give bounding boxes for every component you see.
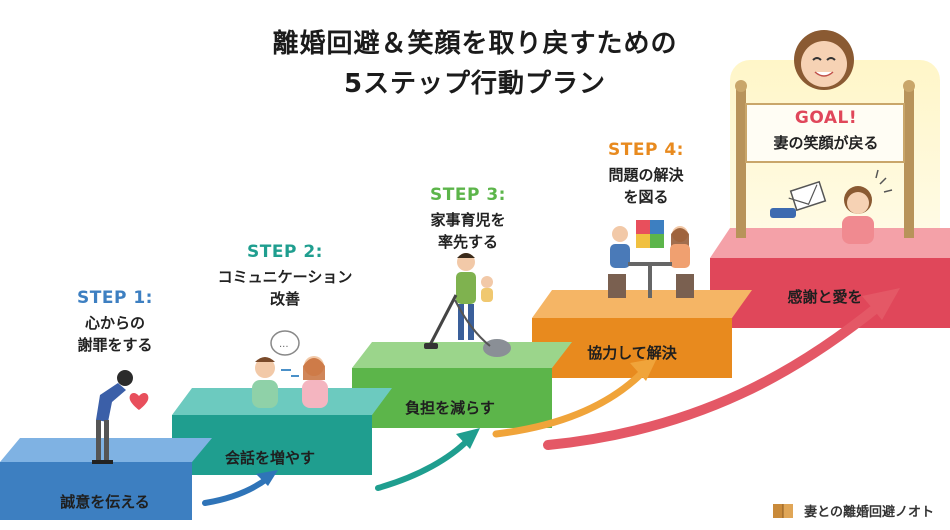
housework-figure bbox=[424, 253, 511, 357]
brand-footer: 妻との離婚回避ノオト bbox=[804, 505, 934, 520]
letter-gift-figure bbox=[770, 169, 893, 244]
step-5-block bbox=[710, 228, 950, 328]
step-1-block bbox=[0, 438, 212, 520]
step-3-label: STEP 3: bbox=[430, 185, 506, 205]
problem-solving-figure bbox=[608, 220, 694, 298]
step-1-desc: 心からの 謝罪をする bbox=[77, 314, 153, 354]
goal-action: 感謝と愛を bbox=[787, 288, 863, 306]
arrow-2 bbox=[375, 428, 480, 491]
heart-icon bbox=[129, 393, 149, 410]
step-4-desc: 問題の解決 を図る bbox=[608, 166, 684, 206]
svg-text:...: ... bbox=[279, 339, 289, 350]
arrow-4 bbox=[543, 288, 900, 450]
page-title: 離婚回避＆笑顔を取り戻すための 5ステップ行動プラン bbox=[175, 24, 775, 104]
step-3-block bbox=[352, 342, 572, 428]
arrow-1 bbox=[202, 470, 278, 506]
step-2-label: STEP 2: bbox=[247, 242, 323, 262]
step-4-label: STEP 4: bbox=[608, 140, 684, 160]
smiling-wife-face bbox=[794, 30, 854, 90]
step-3-action: 負担を減らす bbox=[405, 399, 495, 417]
step-1-label: STEP 1: bbox=[77, 288, 153, 308]
bowing-man-figure bbox=[92, 370, 133, 464]
step-3-desc: 家事育児を 率先する bbox=[430, 211, 506, 251]
title-line-2: 5ステップ行動プラン bbox=[343, 69, 607, 99]
couple-talking-figure: ... bbox=[252, 330, 328, 408]
step-2-action: 会話を増やす bbox=[224, 449, 315, 467]
goal-banner bbox=[735, 80, 915, 238]
title-line-1: 離婚回避＆笑顔を取り戻すための bbox=[272, 29, 678, 59]
goal-desc: 妻の笑顔が戻る bbox=[773, 134, 879, 152]
goal-label: GOAL! bbox=[794, 108, 858, 128]
step-4-action: 協力して解決 bbox=[587, 344, 677, 362]
step-1-action: 誠意を伝える bbox=[60, 493, 150, 511]
book-icon bbox=[773, 504, 793, 518]
step-2-desc: コミュニケーション 改善 bbox=[217, 268, 353, 308]
arrow-3 bbox=[492, 358, 657, 438]
